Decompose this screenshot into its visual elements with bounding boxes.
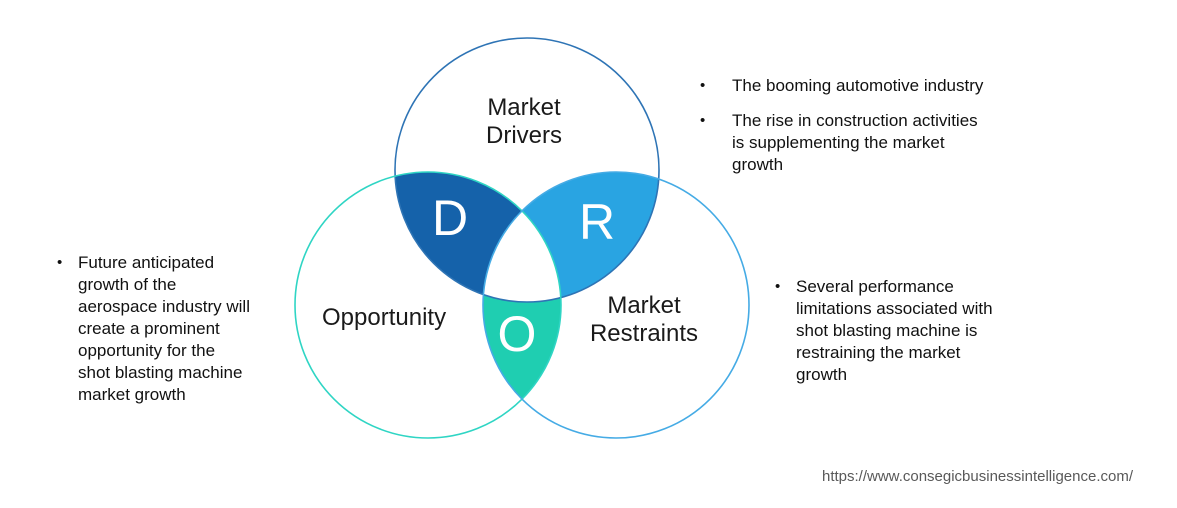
- bullet-item: • Several performance limitations associ…: [775, 276, 1030, 386]
- bullet-item: • Future anticipated growth of the aeros…: [57, 252, 302, 406]
- drivers-label: Market Drivers: [486, 94, 562, 149]
- drivers-opportunity-overlap: [395, 172, 561, 302]
- bullet-icon: •: [775, 278, 781, 295]
- opportunity-circle-outline: [294, 171, 562, 439]
- drivers-bullet-1: The booming automotive industry: [732, 76, 984, 95]
- opportunity-bullet-list: • Future anticipated growth of the aeros…: [57, 252, 302, 419]
- restraints-letter: R: [578, 194, 616, 250]
- bullet-item: • The rise in construction activities is…: [700, 110, 1030, 176]
- opportunity-bullet-1: Future anticipated growth of the aerospa…: [78, 253, 250, 404]
- drivers-letter: D: [431, 190, 469, 246]
- bullet-icon: •: [57, 254, 63, 271]
- bullet-icon: •: [700, 112, 706, 129]
- source-url: https://www.consegicbusinessintelligence…: [822, 468, 1133, 485]
- bullet-item: • The booming automotive industry: [700, 75, 1030, 97]
- drivers-bullet-2: The rise in construction activities is s…: [732, 111, 978, 174]
- bullet-icon: •: [700, 77, 706, 94]
- opportunity-label: Opportunity: [322, 304, 447, 331]
- restraints-bullet-list: • Several performance limitations associ…: [775, 276, 1030, 399]
- drivers-circle-outline: [394, 37, 660, 303]
- opportunity-letter: O: [497, 306, 537, 362]
- restraints-bullet-1: Several performance limitations associat…: [796, 277, 993, 384]
- restraints-circle-outline: [482, 171, 750, 439]
- restraints-label: Market Restraints: [589, 292, 699, 347]
- drivers-bullet-list: • The booming automotive industry • The …: [700, 75, 1030, 189]
- drivers-restraints-overlap: [483, 172, 659, 302]
